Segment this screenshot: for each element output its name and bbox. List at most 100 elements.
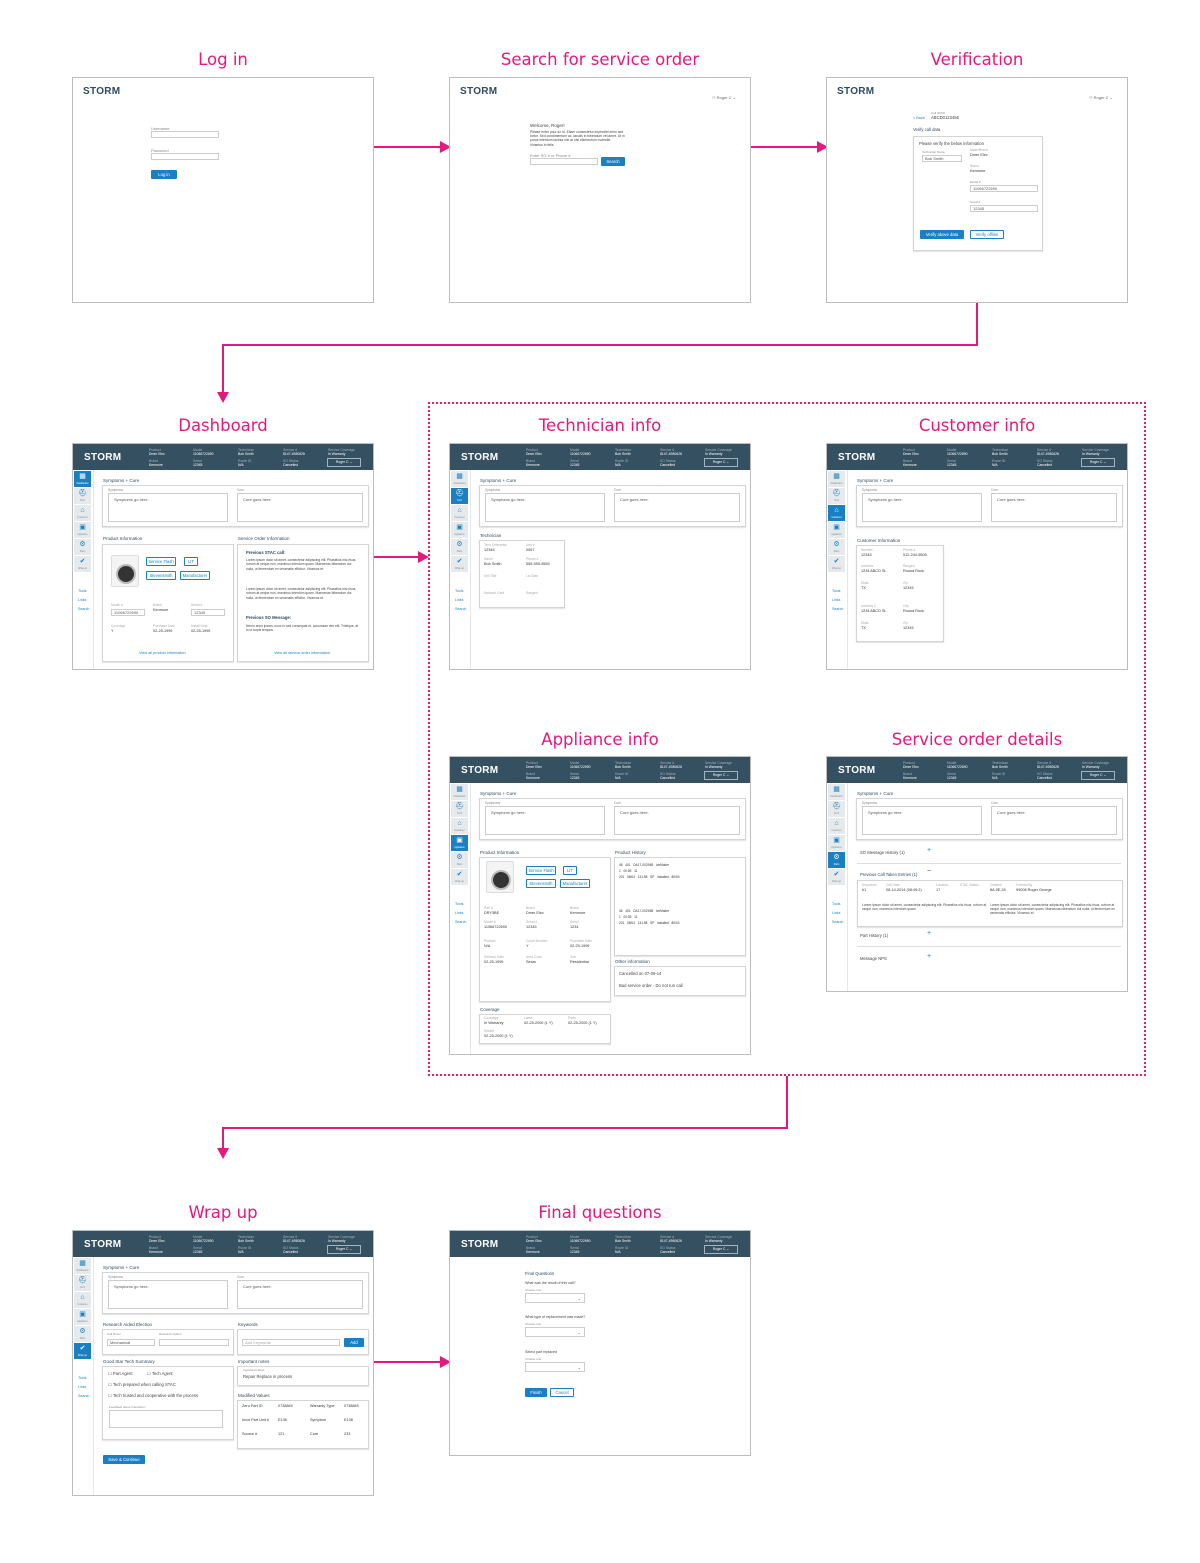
question-1-select[interactable]: ⌄ bbox=[525, 1293, 585, 1303]
login-button[interactable]: Log in bbox=[151, 170, 177, 179]
cure-box[interactable]: Cure goes here. bbox=[614, 493, 740, 522]
sidebar-link-search[interactable]: Search bbox=[832, 920, 844, 924]
user-menu[interactable]: ⚇ Roger C ⌄ bbox=[712, 95, 736, 100]
user-menu[interactable]: ⚇ Roger C ⌄ bbox=[1089, 95, 1113, 100]
symptoms-box[interactable]: Symptoms go here. bbox=[485, 806, 605, 835]
sidebar-item-tech[interactable]: ⛑Tech bbox=[74, 488, 91, 504]
sidebar-link-search[interactable]: Search bbox=[455, 920, 467, 924]
finish-button[interactable]: Finish bbox=[525, 1388, 547, 1397]
model-input[interactable]: 11066722690 bbox=[111, 609, 145, 616]
verify-above-button[interactable]: Verify above data bbox=[920, 230, 964, 239]
sidebar-item-parts[interactable]: ⚙Parts bbox=[828, 539, 845, 555]
serial-field[interactable]: 12345 bbox=[970, 205, 1038, 212]
serial-input[interactable]: 12345 bbox=[191, 609, 225, 616]
sidebar-link-links[interactable]: Links bbox=[78, 598, 87, 602]
service-flash-button[interactable]: Service Flash bbox=[526, 866, 556, 875]
expand-icon[interactable]: + bbox=[927, 953, 932, 960]
sidebar-item-customer[interactable]: ⌂Customer bbox=[828, 818, 845, 834]
stevensmith-button[interactable]: Stevensmith bbox=[146, 571, 176, 580]
sidebar-item-customer[interactable]: ⌂Customer bbox=[451, 818, 468, 834]
sidebar-item-customer[interactable]: ⌂Customer bbox=[828, 505, 845, 521]
sidebar-item-tech[interactable]: ⛑Tech bbox=[451, 801, 468, 817]
search-input[interactable] bbox=[530, 158, 598, 165]
part-agent-checkbox[interactable]: ☐ Part Agent bbox=[108, 1371, 133, 1376]
sidebar-item-wrapup[interactable]: ✔Wrap up bbox=[74, 1343, 91, 1359]
expand-icon[interactable]: + bbox=[927, 930, 932, 937]
lit-button[interactable]: LIT bbox=[184, 557, 198, 566]
so-message-history[interactable]: SO Message History (1) bbox=[860, 850, 905, 855]
sidebar-link-links[interactable]: Links bbox=[78, 1385, 87, 1389]
sidebar-item-tech[interactable]: ⛑Tech bbox=[451, 488, 468, 504]
stevensmith-button[interactable]: Stevensmith bbox=[526, 879, 556, 888]
user-menu[interactable]: Roger C ⌄ bbox=[704, 458, 738, 467]
sidebar-link-tools[interactable]: Tools bbox=[832, 589, 841, 593]
sidebar-item-appliance[interactable]: ▣Appliance bbox=[828, 835, 845, 851]
sidebar-link-tools[interactable]: Tools bbox=[455, 589, 464, 593]
sidebar-item-dashboard[interactable]: ▦Dashboard bbox=[828, 471, 845, 487]
feedback-box[interactable] bbox=[109, 1410, 223, 1428]
sidebar-item-wrapup[interactable]: ✔Wrap up bbox=[828, 869, 845, 885]
view-so-link[interactable]: View all service order information bbox=[274, 651, 330, 655]
prev-calls-title[interactable]: Previous Call Taken Entries (1) bbox=[860, 872, 918, 877]
sidebar-link-search[interactable]: Search bbox=[832, 607, 844, 611]
sidebar-item-appliance[interactable]: ▣Appliance bbox=[828, 522, 845, 538]
symptoms-box[interactable]: Symptoms go here. bbox=[862, 806, 982, 835]
user-menu[interactable]: Roger C ⌄ bbox=[327, 458, 361, 467]
sidebar-item-wrapup[interactable]: ✔Wrap up bbox=[451, 556, 468, 572]
save-continue-button[interactable]: Save & Continue bbox=[103, 1455, 145, 1464]
part-history-row[interactable]: Part History (1) bbox=[860, 933, 889, 938]
sidebar-item-tech[interactable]: ⛑Tech bbox=[828, 488, 845, 504]
manufacturer-button[interactable]: Manufacturer bbox=[180, 571, 210, 580]
cure-box[interactable]: Cure goes here. bbox=[991, 806, 1117, 835]
user-menu[interactable]: Roger C ⌄ bbox=[1081, 458, 1115, 467]
manufacturer-button[interactable]: Manufacturer bbox=[560, 879, 590, 888]
question-2-select[interactable]: ⌄ bbox=[525, 1327, 585, 1337]
sidebar-link-search[interactable]: Search bbox=[455, 607, 467, 611]
question-3-select[interactable]: ⌄ bbox=[525, 1362, 585, 1372]
sidebar-item-appliance[interactable]: ▣Appliance bbox=[74, 1309, 91, 1325]
message-nps-row[interactable]: Message NPS bbox=[860, 956, 887, 961]
tech-agent-checkbox[interactable]: ☐ Tech Agent bbox=[147, 1371, 173, 1376]
sidebar-item-dashboard[interactable]: ▦Dashboard bbox=[74, 1258, 91, 1274]
research-option-select[interactable] bbox=[159, 1339, 229, 1346]
sidebar-link-search[interactable]: Search bbox=[78, 607, 90, 611]
cure-box[interactable]: Cure goes here. bbox=[614, 806, 740, 835]
symptoms-box[interactable]: Symptoms go here. bbox=[108, 493, 228, 522]
symptoms-box[interactable]: Symptoms go here. bbox=[862, 493, 982, 522]
lit-button[interactable]: LIT bbox=[563, 866, 577, 875]
model-field[interactable]: 11066722690 bbox=[970, 185, 1038, 192]
sidebar-item-dashboard[interactable]: ▦Dashboard bbox=[451, 471, 468, 487]
sidebar-item-dashboard[interactable]: ▦Dashboard bbox=[451, 784, 468, 800]
sidebar-link-links[interactable]: Links bbox=[455, 598, 464, 602]
sidebar-link-tools[interactable]: Tools bbox=[78, 1376, 87, 1380]
sidebar-item-tech[interactable]: ⛑Tech bbox=[74, 1275, 91, 1291]
tech-field[interactable]: Bob Smith bbox=[922, 155, 962, 162]
symptoms-box[interactable]: Symptoms go here. bbox=[108, 1280, 228, 1309]
sidebar-item-parts[interactable]: ⚙Parts bbox=[451, 539, 468, 555]
sidebar-item-appliance[interactable]: ▣Appliance bbox=[451, 522, 468, 538]
sidebar-link-links[interactable]: Links bbox=[832, 598, 841, 602]
keywords-input[interactable]: Add Keywords bbox=[242, 1339, 340, 1346]
sidebar-link-links[interactable]: Links bbox=[832, 911, 841, 915]
symptoms-box[interactable]: Symptoms go here. bbox=[485, 493, 605, 522]
user-menu[interactable]: Roger C ⌄ bbox=[704, 1245, 738, 1254]
user-menu[interactable]: Roger C ⌄ bbox=[1081, 771, 1115, 780]
sidebar-item-wrapup[interactable]: ✔Wrap up bbox=[451, 869, 468, 885]
collapse-icon[interactable]: − bbox=[927, 868, 932, 875]
sidebar-item-customer[interactable]: ⌂Customer bbox=[451, 505, 468, 521]
cure-box[interactable]: Cure goes here. bbox=[237, 493, 363, 522]
sidebar-item-wrapup[interactable]: ✔Wrap up bbox=[74, 556, 91, 572]
cooperative-checkbox[interactable]: ☐ Tech trusted and cooperative with the … bbox=[108, 1393, 199, 1398]
search-button[interactable]: Search bbox=[601, 157, 625, 166]
sidebar-link-tools[interactable]: Tools bbox=[455, 902, 464, 906]
back-link[interactable]: < Back bbox=[913, 116, 925, 120]
cure-box[interactable]: Cure goes here. bbox=[991, 493, 1117, 522]
verify-offline-button[interactable]: Verify offline bbox=[970, 230, 1004, 239]
sidebar-link-search[interactable]: Search bbox=[78, 1394, 90, 1398]
sidebar-link-tools[interactable]: Tools bbox=[78, 589, 87, 593]
sidebar-link-tools[interactable]: Tools bbox=[832, 902, 841, 906]
user-menu[interactable]: Roger C ⌄ bbox=[327, 1245, 361, 1254]
sidebar-item-wrapup[interactable]: ✔Wrap up bbox=[828, 556, 845, 572]
service-flash-button[interactable]: Service Flash bbox=[146, 557, 176, 566]
sidebar-item-parts[interactable]: ⚙Parts bbox=[74, 539, 91, 555]
